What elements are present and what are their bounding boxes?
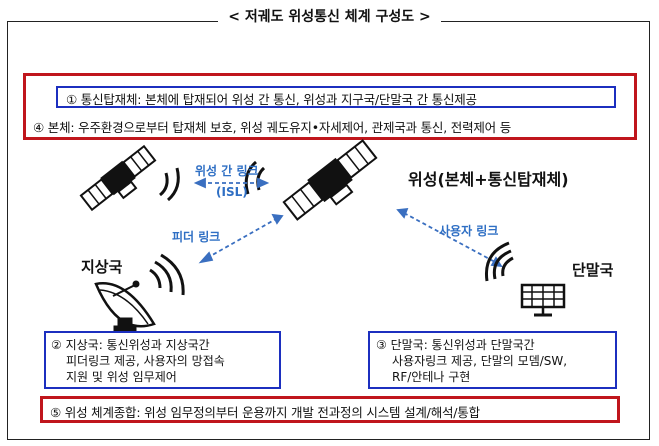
signal-waves-icon xyxy=(159,167,180,202)
diagram-title: < 저궤도 위성통신 체계 구성도 > xyxy=(0,6,659,26)
satellite-main-icon xyxy=(282,139,378,221)
terminal-desc-line3: RF/안테나 구현 xyxy=(392,370,471,384)
payload-description-box xyxy=(56,86,616,108)
system-integration-box xyxy=(40,396,620,423)
ground-station-label: 지상국 xyxy=(81,258,123,276)
isl-label: 위성 간 링크 xyxy=(195,164,259,178)
ground-station-desc-line1: ② 지상국: 통신위성과 지상국간 xyxy=(51,338,210,352)
satellite-left-icon xyxy=(79,144,157,212)
feeder-link-label: 피더 링크 xyxy=(172,230,221,244)
isl-arrow xyxy=(193,177,270,189)
terminal-label: 단말국 xyxy=(572,261,614,279)
terminal-description-box xyxy=(368,331,617,389)
ground-station-dish-icon xyxy=(94,253,185,332)
ground-station-desc-line3: 지원 및 위성 임무제어 xyxy=(66,370,177,384)
ground-station-desc-line2: 피더링크 제공, 사용자의 망접속 xyxy=(66,354,225,368)
satellite-label: 위성(본체+통신탑재체) xyxy=(408,170,569,189)
terminal-desc-line1: ③ 단말국: 통신위성과 단말국간 xyxy=(376,338,535,352)
bus-description: ④ 본체: 우주환경으로부터 탑재체 보호, 위성 궤도유지•자세제어, 관제국… xyxy=(33,120,512,135)
feeder-link-arrow xyxy=(198,213,284,264)
ground-station-description-box xyxy=(44,331,281,389)
terminal-panel-icon xyxy=(484,241,566,317)
system-integration-description: ⑤ 위성 체계종합: 위성 임무정의부터 운용까지 개발 전과정의 시스템 설계… xyxy=(50,405,480,420)
payload-description: ① 통신탑재체: 본체에 탑재되어 위성 간 통신, 위성과 지구국/단말국 간… xyxy=(66,92,477,107)
isl-abbr-label: (ISL) xyxy=(216,185,248,199)
terminal-desc-line2: 사용자링크 제공, 단말의 모뎀/SW, xyxy=(392,354,568,368)
user-link-label: 사용자 링크 xyxy=(439,224,499,238)
